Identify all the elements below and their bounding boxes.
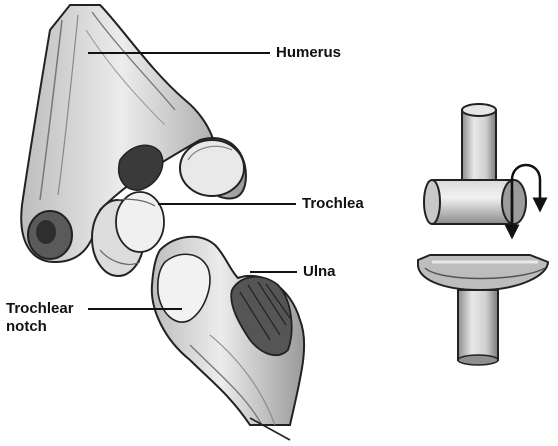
label-trochlea: Trochlea	[302, 195, 364, 212]
label-ulna: Ulna	[303, 263, 336, 280]
ulna-bone	[152, 237, 304, 440]
label-trochlear-notch-line1: Trochlear	[6, 300, 74, 317]
label-humerus: Humerus	[276, 44, 341, 61]
hinge-model	[418, 104, 548, 365]
label-trochlear-notch-line2: notch	[6, 318, 47, 335]
